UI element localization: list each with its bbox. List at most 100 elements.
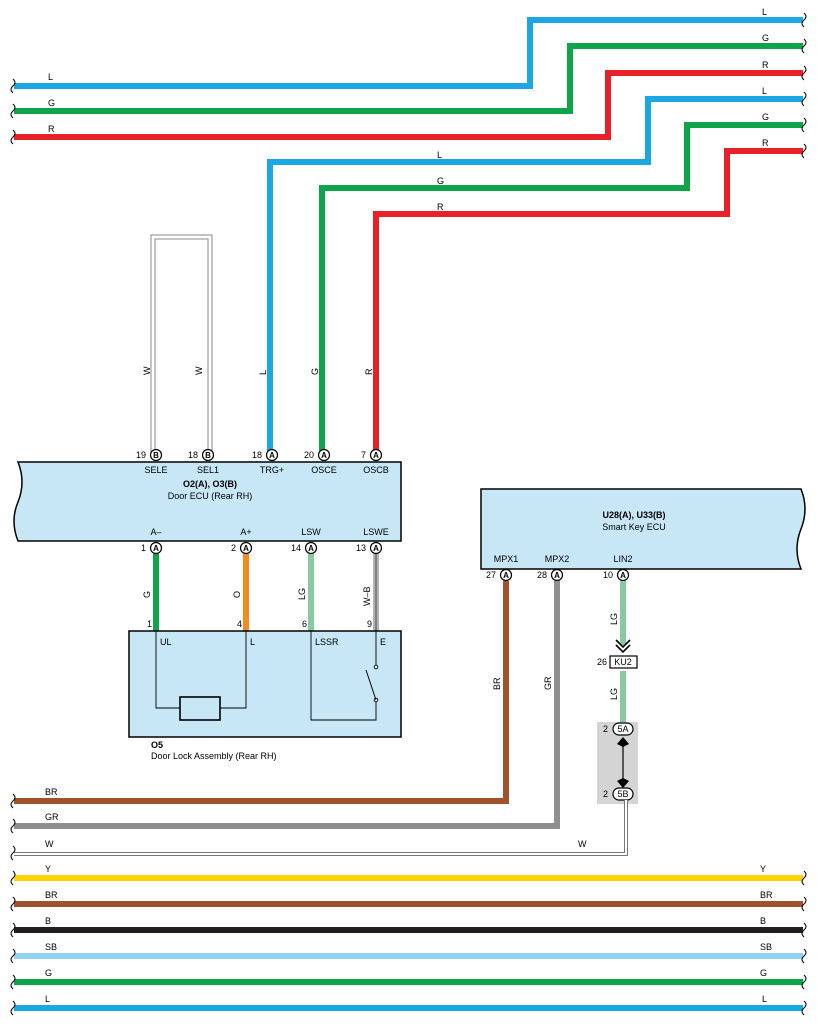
wire-label: G [310, 368, 320, 375]
wire-label: W [578, 839, 587, 849]
wire-label: G [760, 968, 767, 978]
arrow-down-icon [617, 778, 629, 788]
wire-label: R [762, 60, 769, 70]
wire-label: LG [297, 588, 307, 600]
svg-text:27: 27 [486, 570, 496, 580]
svg-text:LSWE: LSWE [363, 527, 389, 537]
smart-key-ecu-code: U28(A), U33(B) [602, 510, 665, 520]
svg-text:A+: A+ [240, 527, 251, 537]
smart-key-pin-mpx2: MPX2 A 28 [537, 554, 570, 582]
wire-label: B [45, 916, 51, 926]
smart-key-wires: BR GR BR GR [10, 581, 560, 834]
svg-text:9: 9 [367, 619, 372, 629]
ku2-connector [609, 655, 638, 669]
door-ecu: O2(A), O3(B) Door ECU (Rear RH) B 19 SEL… [13, 448, 402, 555]
door-ecu-top-wire-labels: W W L G R [142, 366, 374, 375]
door-ecu-pin-oscb: A 7 OSCB [361, 448, 389, 475]
svg-text:5A: 5A [617, 724, 628, 734]
svg-text:20: 20 [304, 450, 314, 460]
svg-text:A: A [554, 571, 560, 580]
svg-text:L: L [250, 637, 255, 647]
svg-text:2: 2 [231, 543, 236, 553]
white-loop-wire [150, 234, 213, 454]
wire-top-l-1 [14, 17, 803, 89]
svg-text:18: 18 [188, 450, 198, 460]
svg-text:18: 18 [252, 450, 262, 460]
smart-key-pin-mpx1: MPX1 A 27 [486, 554, 518, 582]
wire-label: L [762, 7, 767, 17]
wire-label: BR [45, 890, 58, 900]
door-ecu-pin-a-minus: A– A 1 [141, 527, 163, 555]
wire-label: L [45, 994, 50, 1004]
lin2-path: LG LG KU2 26 5A 2 5B 2 W W [10, 581, 638, 861]
svg-text:A: A [373, 544, 379, 553]
svg-text:A: A [321, 451, 327, 460]
wire-label: G [48, 98, 55, 108]
svg-text:14: 14 [291, 543, 301, 553]
svg-text:5B: 5B [617, 789, 628, 799]
svg-text:2: 2 [603, 789, 608, 799]
svg-text:A: A [620, 571, 626, 580]
wire-label: R [762, 138, 769, 148]
wire-label: LG [609, 688, 619, 700]
svg-text:A: A [153, 544, 159, 553]
svg-text:7: 7 [361, 450, 366, 460]
door-ecu-code: O2(A), O3(B) [183, 479, 237, 489]
door-lock-name: Door Lock Assembly (Rear RH) [151, 751, 277, 761]
door-ecu-pin-a-plus: A+ A 2 [231, 527, 253, 555]
wire-label: BR [45, 787, 58, 797]
wire-label: R [364, 368, 374, 375]
svg-text:SEL1: SEL1 [197, 465, 219, 475]
door-ecu-pin-trg: A 18 TRG+ [252, 448, 284, 475]
wire-label: R [48, 124, 55, 134]
wire-label: SB [760, 942, 772, 952]
wire-label: L [762, 994, 767, 1004]
svg-text:KU2: KU2 [614, 657, 632, 667]
wire-label: G [437, 176, 444, 186]
motor-circuit [155, 631, 247, 709]
wire-top-g-2 [319, 122, 803, 455]
svg-text:LIN2: LIN2 [613, 554, 632, 564]
door-ecu-pin-sel1: B 18 SEL1 [188, 448, 219, 475]
door-ecu-name: Door ECU (Rear RH) [168, 491, 253, 501]
wire-label: G [142, 591, 152, 598]
svg-text:LSSR: LSSR [315, 637, 339, 647]
smart-key-ecu-name: Smart Key ECU [602, 522, 666, 532]
wire-label: W [45, 839, 54, 849]
smart-key-pin-lin2: LIN2 A 10 [603, 554, 633, 582]
door-lock-assembly: 1 4 6 9 UL L LSSR E O5 Door Lock Assembl… [128, 619, 402, 761]
top-wires: L G R L G R L G R L G R [10, 7, 807, 455]
arrow-up-icon [617, 737, 629, 747]
svg-text:28: 28 [537, 570, 547, 580]
wire-label: GR [543, 676, 553, 690]
door-lock-code: O5 [151, 740, 163, 750]
door-lock-wires: G O LG W–B [142, 554, 379, 631]
motor-icon [179, 696, 221, 721]
svg-text:MPX2: MPX2 [545, 554, 570, 564]
wire-label: W [142, 366, 152, 375]
wire-label: G [45, 968, 52, 978]
svg-text:4: 4 [237, 619, 242, 629]
svg-text:OSCE: OSCE [311, 465, 337, 475]
svg-text:LSW: LSW [301, 527, 321, 537]
wire-label: Y [45, 864, 51, 874]
svg-text:UL: UL [160, 637, 172, 647]
wire-label: G [762, 33, 769, 43]
wire-label: B [760, 916, 766, 926]
svg-text:6: 6 [302, 619, 307, 629]
wire-label: GR [45, 812, 59, 822]
wire-label: SB [45, 942, 57, 952]
svg-text:26: 26 [597, 657, 607, 667]
wire-label: O [232, 591, 242, 598]
door-ecu-pin-lswe: LSWE A 13 [356, 527, 389, 555]
wire-top-g-1 [14, 43, 803, 114]
switch-circuit [310, 631, 377, 721]
svg-text:A: A [373, 451, 379, 460]
svg-text:10: 10 [603, 570, 613, 580]
svg-text:OSCB: OSCB [363, 465, 389, 475]
door-ecu-pin-lsw: LSW A 14 [291, 527, 321, 555]
smart-key-ecu: U28(A), U33(B) Smart Key ECU MPX1 A 27 M… [480, 488, 806, 582]
svg-text:B: B [205, 451, 211, 460]
svg-text:TRG+: TRG+ [260, 465, 284, 475]
